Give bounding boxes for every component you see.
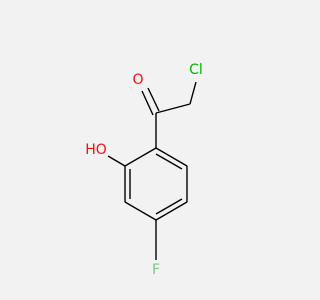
bond-ch2-cl (189, 81, 197, 105)
bond-ring-c6-c1 (155, 147, 188, 167)
bond-ring-oh (107, 155, 126, 167)
chlorine-label: Cl (189, 62, 203, 78)
structure-diagram: Cl O HO F (85, 62, 203, 278)
bond-ring-c4-c5 (155, 201, 188, 221)
hydroxyl-label: HO (85, 142, 107, 158)
bond-ring-c1-c2 (124, 147, 157, 167)
bond-carbonyl-double-a (141, 90, 154, 116)
bond-carbonyl-ch2 (155, 103, 191, 114)
bond-ring-c3-c4 (124, 201, 157, 221)
bond-ring-inner-c4-c5 (155, 198, 183, 215)
fluorine-label: F (152, 262, 160, 278)
bond-carbonyl-double-b (147, 87, 160, 112)
carbonyl-oxygen-label: O (132, 72, 143, 88)
bond-ring-inner-c1-c6 (155, 153, 183, 170)
